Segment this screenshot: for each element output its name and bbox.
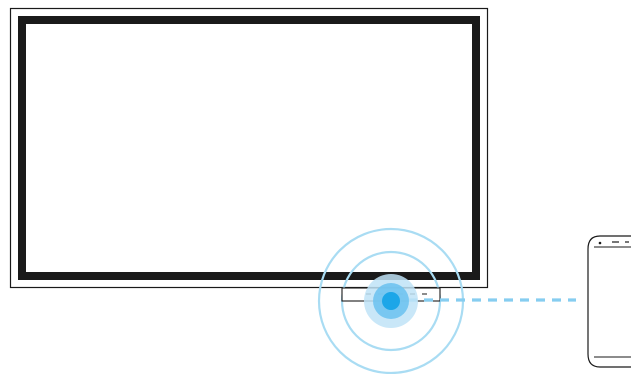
monitor-screen-border <box>22 20 476 276</box>
phone-camera-dot <box>599 242 602 245</box>
phone-body <box>588 236 631 367</box>
display-monitor <box>11 9 488 288</box>
tap-point <box>364 274 418 328</box>
tap-glow-core <box>382 292 400 310</box>
smartphone-icon <box>588 236 631 367</box>
